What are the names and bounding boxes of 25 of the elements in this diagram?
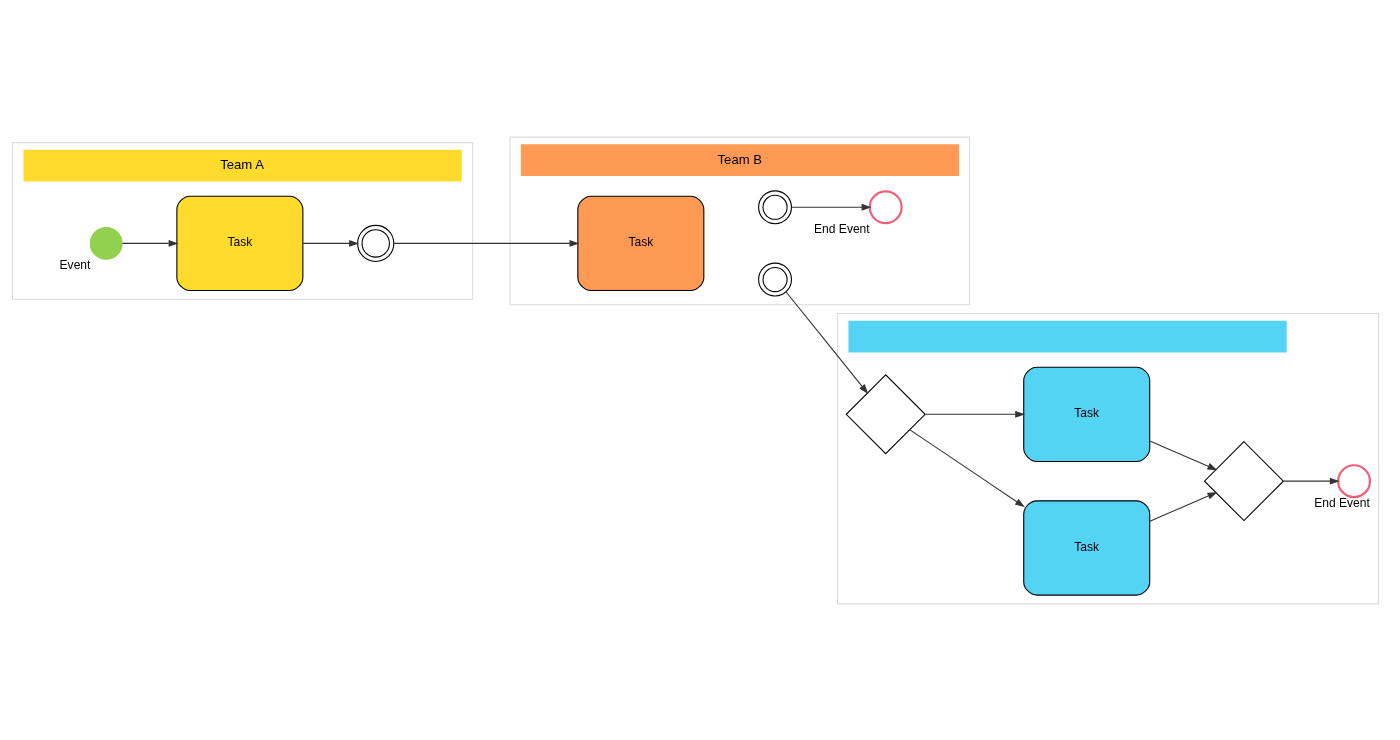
arrow: [791, 203, 872, 211]
node-box: Task: [176, 195, 304, 291]
arrow: [121, 239, 179, 247]
arrow: [785, 290, 869, 394]
arrow: [1149, 440, 1218, 470]
arrow: [302, 239, 360, 247]
node-box: Task: [577, 195, 705, 291]
node-circle: [357, 224, 395, 262]
node-diamond: [845, 373, 926, 455]
arrow: [1149, 491, 1218, 522]
node-label: End Event: [814, 221, 870, 236]
node-circle: [1337, 463, 1372, 498]
node-circle: [758, 189, 793, 224]
node-circle: [868, 189, 903, 224]
node-box: Task: [1023, 366, 1151, 462]
arrow: [1282, 477, 1340, 485]
node-label: End Event: [1314, 495, 1370, 510]
node-circle: [758, 262, 793, 297]
node-box: Task: [1023, 499, 1151, 596]
node-circle: [89, 226, 123, 260]
arrow: [393, 239, 580, 247]
node-label: Event: [59, 257, 91, 272]
arrow: [909, 428, 1025, 507]
cluster: [836, 312, 1380, 604]
arrow: [925, 410, 1026, 418]
